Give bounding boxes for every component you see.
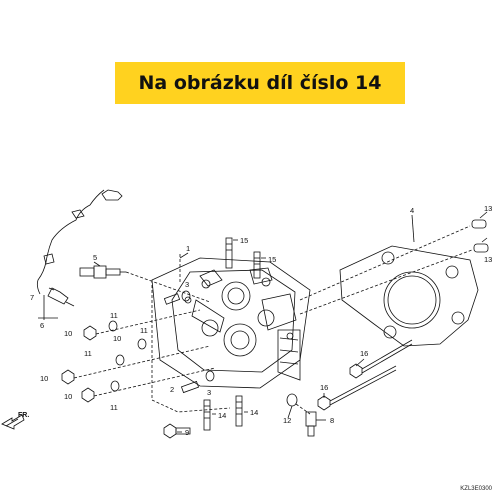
callout-15b: 15 (268, 255, 276, 264)
callout-8: 8 (330, 416, 334, 425)
callout-10d: 10 (64, 392, 72, 401)
leader-lines (38, 211, 488, 433)
callout-1: 1 (186, 244, 190, 253)
long-bolts-part-16 (317, 339, 413, 411)
dowel-pins (163, 290, 215, 394)
callout-10a: 10 (64, 329, 72, 338)
bottom-studs-part-14 (203, 395, 243, 431)
callout-12: 12 (283, 416, 291, 425)
sensor-harness (36, 189, 123, 295)
callout-10c: 10 (40, 374, 48, 383)
sensor-part-7 (47, 287, 75, 307)
callout-3b: 3 (207, 388, 211, 397)
top-studs (225, 237, 261, 279)
callout-3a: 3 (185, 280, 189, 289)
callout-11a: 11 (110, 311, 118, 320)
callout-4: 4 (410, 206, 414, 215)
cylinder-head (151, 257, 311, 389)
left-fasteners (61, 309, 216, 403)
callout-14a: 14 (218, 411, 226, 420)
dowels-part-13 (471, 219, 489, 253)
callout-11c: 11 (84, 349, 92, 358)
callout-16b: 16 (320, 383, 328, 392)
head-gasket (339, 245, 479, 347)
callout-7: 7 (30, 293, 34, 302)
front-label: FR. (18, 412, 29, 419)
callout-11d: 11 (110, 403, 118, 412)
front-arrow-icon: FR. (1, 412, 29, 430)
spark-plug (79, 265, 211, 303)
gasket-line-a (299, 225, 471, 301)
callout-10b: 10 (113, 334, 121, 343)
stud-box (151, 280, 231, 413)
gasket-line-b (299, 249, 473, 315)
callout-6: 6 (40, 321, 44, 330)
callout-5: 5 (93, 253, 97, 262)
callout-2: 2 (170, 385, 174, 394)
callout-15a: 15 (240, 236, 248, 245)
callout-labels: 1 2 3 3 4 5 6 7 8 9 10 10 10 10 11 11 11… (30, 204, 492, 437)
bolt-part-9 (163, 423, 191, 439)
diagram-code: KZL3E0300 (460, 486, 492, 492)
part-number-banner: Na obrázku díl číslo 14 (115, 62, 405, 104)
callout-13b: 13 (484, 255, 492, 264)
callout-9: 9 (185, 428, 189, 437)
sensor-part-8 (286, 393, 317, 437)
callout-11b: 11 (140, 326, 148, 335)
callout-14b: 14 (250, 408, 258, 417)
callout-16a: 16 (360, 349, 368, 358)
callout-13a: 13 (484, 204, 492, 213)
banner-text: Na obrázku díl číslo 14 (138, 72, 382, 94)
